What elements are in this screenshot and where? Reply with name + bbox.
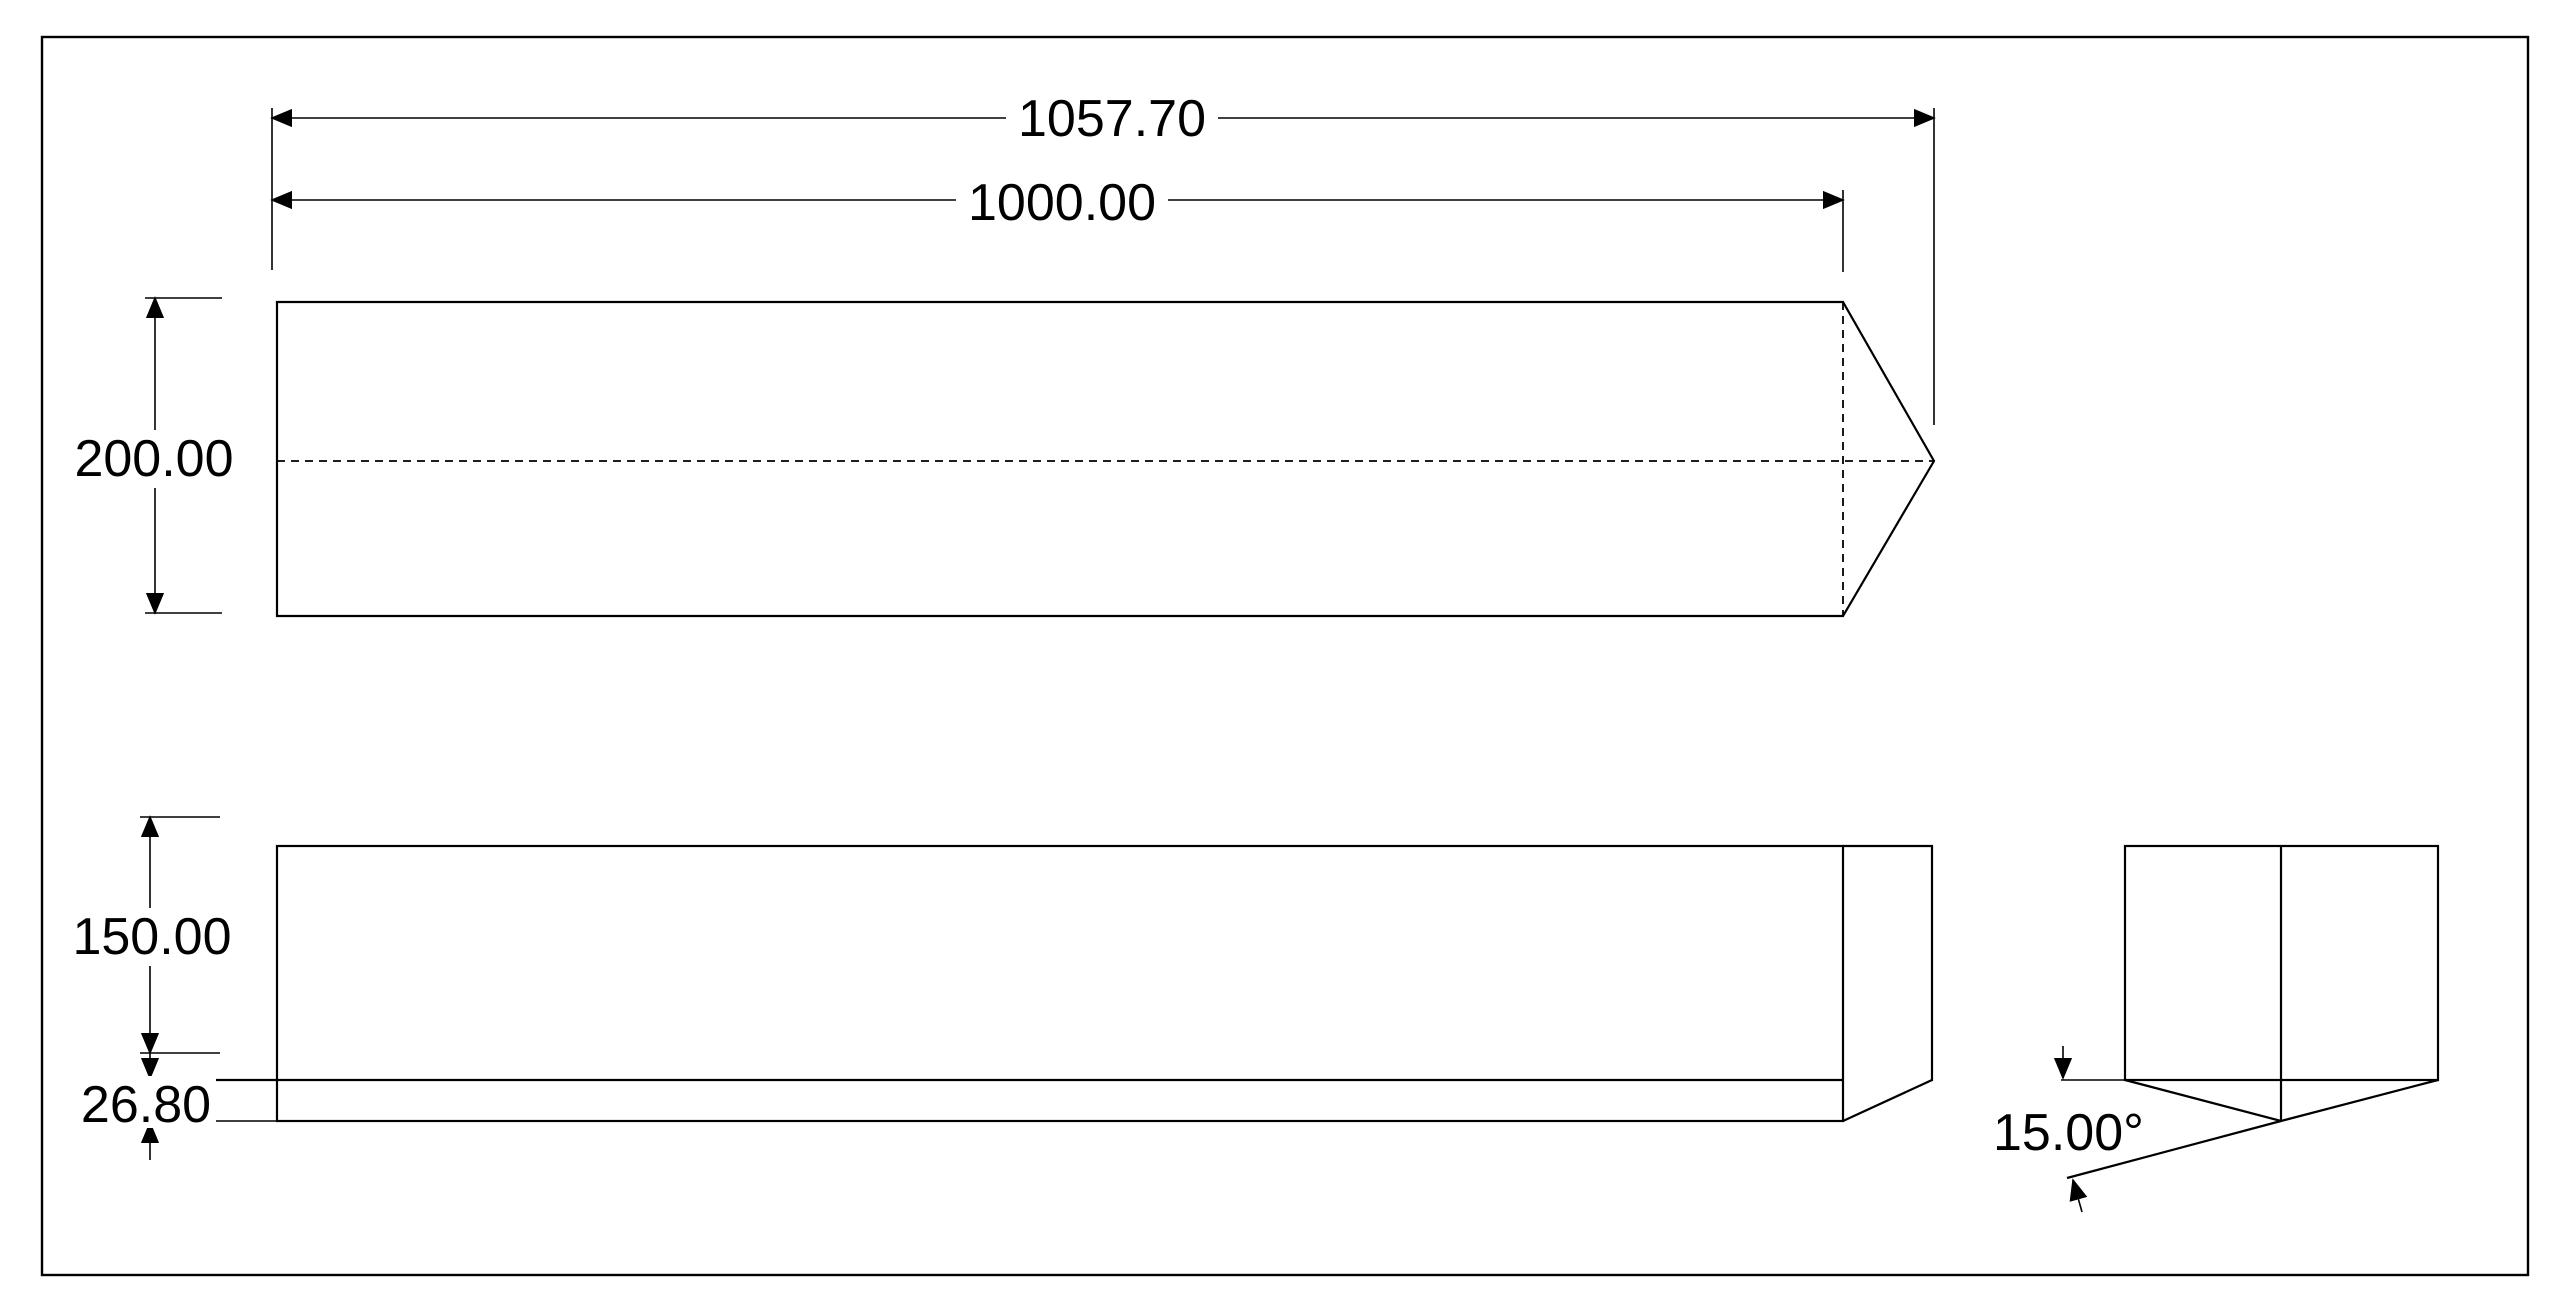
height-label: 150.00 (72, 908, 231, 966)
front-view (141, 844, 1934, 1123)
side-view-angle-leader (2066, 1119, 2282, 1180)
dimension-overall-length: 1057.70 (270, 88, 1936, 425)
dimension-bevel-angle: 15.00° (1993, 1046, 2144, 1213)
dimension-bevel-height: 26.80 (76, 1053, 277, 1160)
body-length-label: 1000.00 (968, 174, 1156, 232)
drawing-border (40, 35, 2530, 1277)
width-label: 200.00 (74, 430, 233, 488)
side-view (2061, 844, 2440, 1180)
dimension-width: 200.00 (66, 296, 242, 615)
dimension-height: 150.00 (64, 815, 240, 1055)
front-view-tip (1842, 844, 1934, 1122)
top-view-outline (275, 300, 1936, 618)
overall-length-label: 1057.70 (1018, 90, 1206, 148)
front-view-body (275, 844, 1845, 1123)
bevel-angle-label: 15.00° (1993, 1104, 2144, 1162)
bevel-height-label: 26.80 (81, 1076, 211, 1134)
dimension-body-length: 1000.00 (270, 172, 1845, 272)
top-view (275, 300, 1936, 618)
